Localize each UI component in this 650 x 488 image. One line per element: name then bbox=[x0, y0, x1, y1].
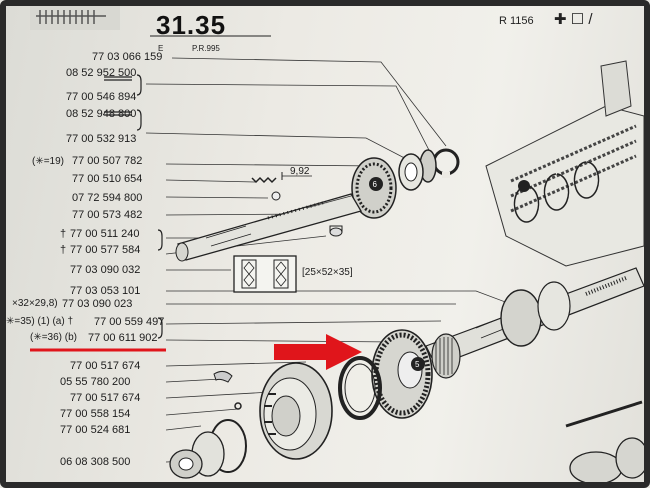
part-number-7: 77 00 510 654 bbox=[72, 173, 143, 185]
part-number-11: 77 00 577 584 bbox=[70, 244, 141, 256]
part-prefix-6: (✳=19) bbox=[32, 156, 65, 167]
key-part bbox=[213, 370, 242, 410]
grouping-brackets bbox=[104, 74, 163, 339]
exploded-diagram: 6 bbox=[30, 6, 644, 482]
part-number-8: 07 72 594 800 bbox=[72, 192, 143, 204]
part-number-19: 77 00 517 674 bbox=[70, 392, 141, 404]
needle-bearing-part bbox=[431, 333, 461, 379]
part-number-12: 77 03 090 032 bbox=[70, 264, 141, 276]
circlip-part bbox=[432, 148, 460, 178]
part-number-3: 77 00 546 894 bbox=[66, 91, 137, 103]
part-number-16: 77 00 611 902 bbox=[88, 332, 158, 344]
part-number-17: 77 00 517 674 bbox=[70, 360, 141, 372]
washer-parts bbox=[398, 149, 437, 191]
part-prefix-10: † bbox=[60, 228, 67, 240]
part-number-6: 77 00 507 782 bbox=[72, 155, 143, 167]
part-number-15: 77 00 559 497 bbox=[94, 316, 165, 328]
pinion-gear-part: 6 bbox=[351, 157, 397, 219]
lower-right-gears bbox=[565, 400, 644, 482]
part-number-4: 08 52 948 800 bbox=[66, 108, 137, 120]
part-number-14: 77 03 090 023 bbox=[62, 298, 133, 310]
bolt-part bbox=[329, 225, 343, 237]
header-symbols: ✚ ☐ / bbox=[554, 11, 593, 28]
catalog-sheet: 6 bbox=[6, 6, 644, 482]
gearbox-housing-illustration bbox=[485, 60, 644, 267]
part-number-21: 77 00 524 681 bbox=[60, 424, 131, 436]
svg-text:5: 5 bbox=[415, 360, 420, 369]
thumbnail-gear-icon bbox=[30, 6, 120, 30]
dimension-marker bbox=[281, 172, 312, 180]
bearing-size-value: 25×52×35 bbox=[304, 267, 350, 278]
part-prefix-14: ×32×29,8) bbox=[12, 298, 58, 309]
lower-rings-parts bbox=[169, 419, 247, 479]
part-number-5: 77 00 532 913 bbox=[66, 133, 137, 145]
part-number-22: 06 08 308 500 bbox=[60, 456, 131, 468]
primary-shaft-part bbox=[175, 193, 362, 262]
page-number: 31.35 bbox=[156, 10, 227, 40]
bearing-size-label: [25×52×35] bbox=[302, 267, 353, 278]
highlight-arrow-icon bbox=[274, 334, 362, 370]
reference-label: R 1156 bbox=[499, 15, 534, 27]
part-prefix-16: (✳=36) (b) bbox=[30, 332, 78, 343]
bearing-symbol-box bbox=[233, 255, 297, 293]
spring-part bbox=[251, 176, 281, 201]
part-prefix-15: ✳=35) (1) (a) † bbox=[6, 316, 74, 327]
part-number-20: 77 00 558 154 bbox=[60, 408, 131, 420]
edition-label: E bbox=[158, 44, 164, 53]
part-number-9: 77 00 573 482 bbox=[72, 209, 143, 221]
part-number-13: 77 03 053 101 bbox=[70, 285, 141, 297]
synchro-hub-part bbox=[259, 362, 333, 460]
part-number-1: 77 03 066 159 bbox=[92, 51, 163, 63]
synchro-ring-part bbox=[338, 356, 382, 420]
part-number-18: 05 55 780 200 bbox=[60, 376, 131, 388]
dimension-label: 9,92 bbox=[290, 166, 310, 177]
svg-text:6: 6 bbox=[373, 180, 378, 189]
helical-gear-part: 5 bbox=[371, 329, 433, 419]
secondary-shaft-part bbox=[425, 267, 644, 367]
part-prefix-11: † bbox=[60, 244, 67, 256]
pr-label: P.R.995 bbox=[192, 44, 220, 53]
part-number-10: 77 00 511 240 bbox=[70, 228, 140, 240]
part-number-2: 08 52 952 500 bbox=[66, 67, 137, 79]
